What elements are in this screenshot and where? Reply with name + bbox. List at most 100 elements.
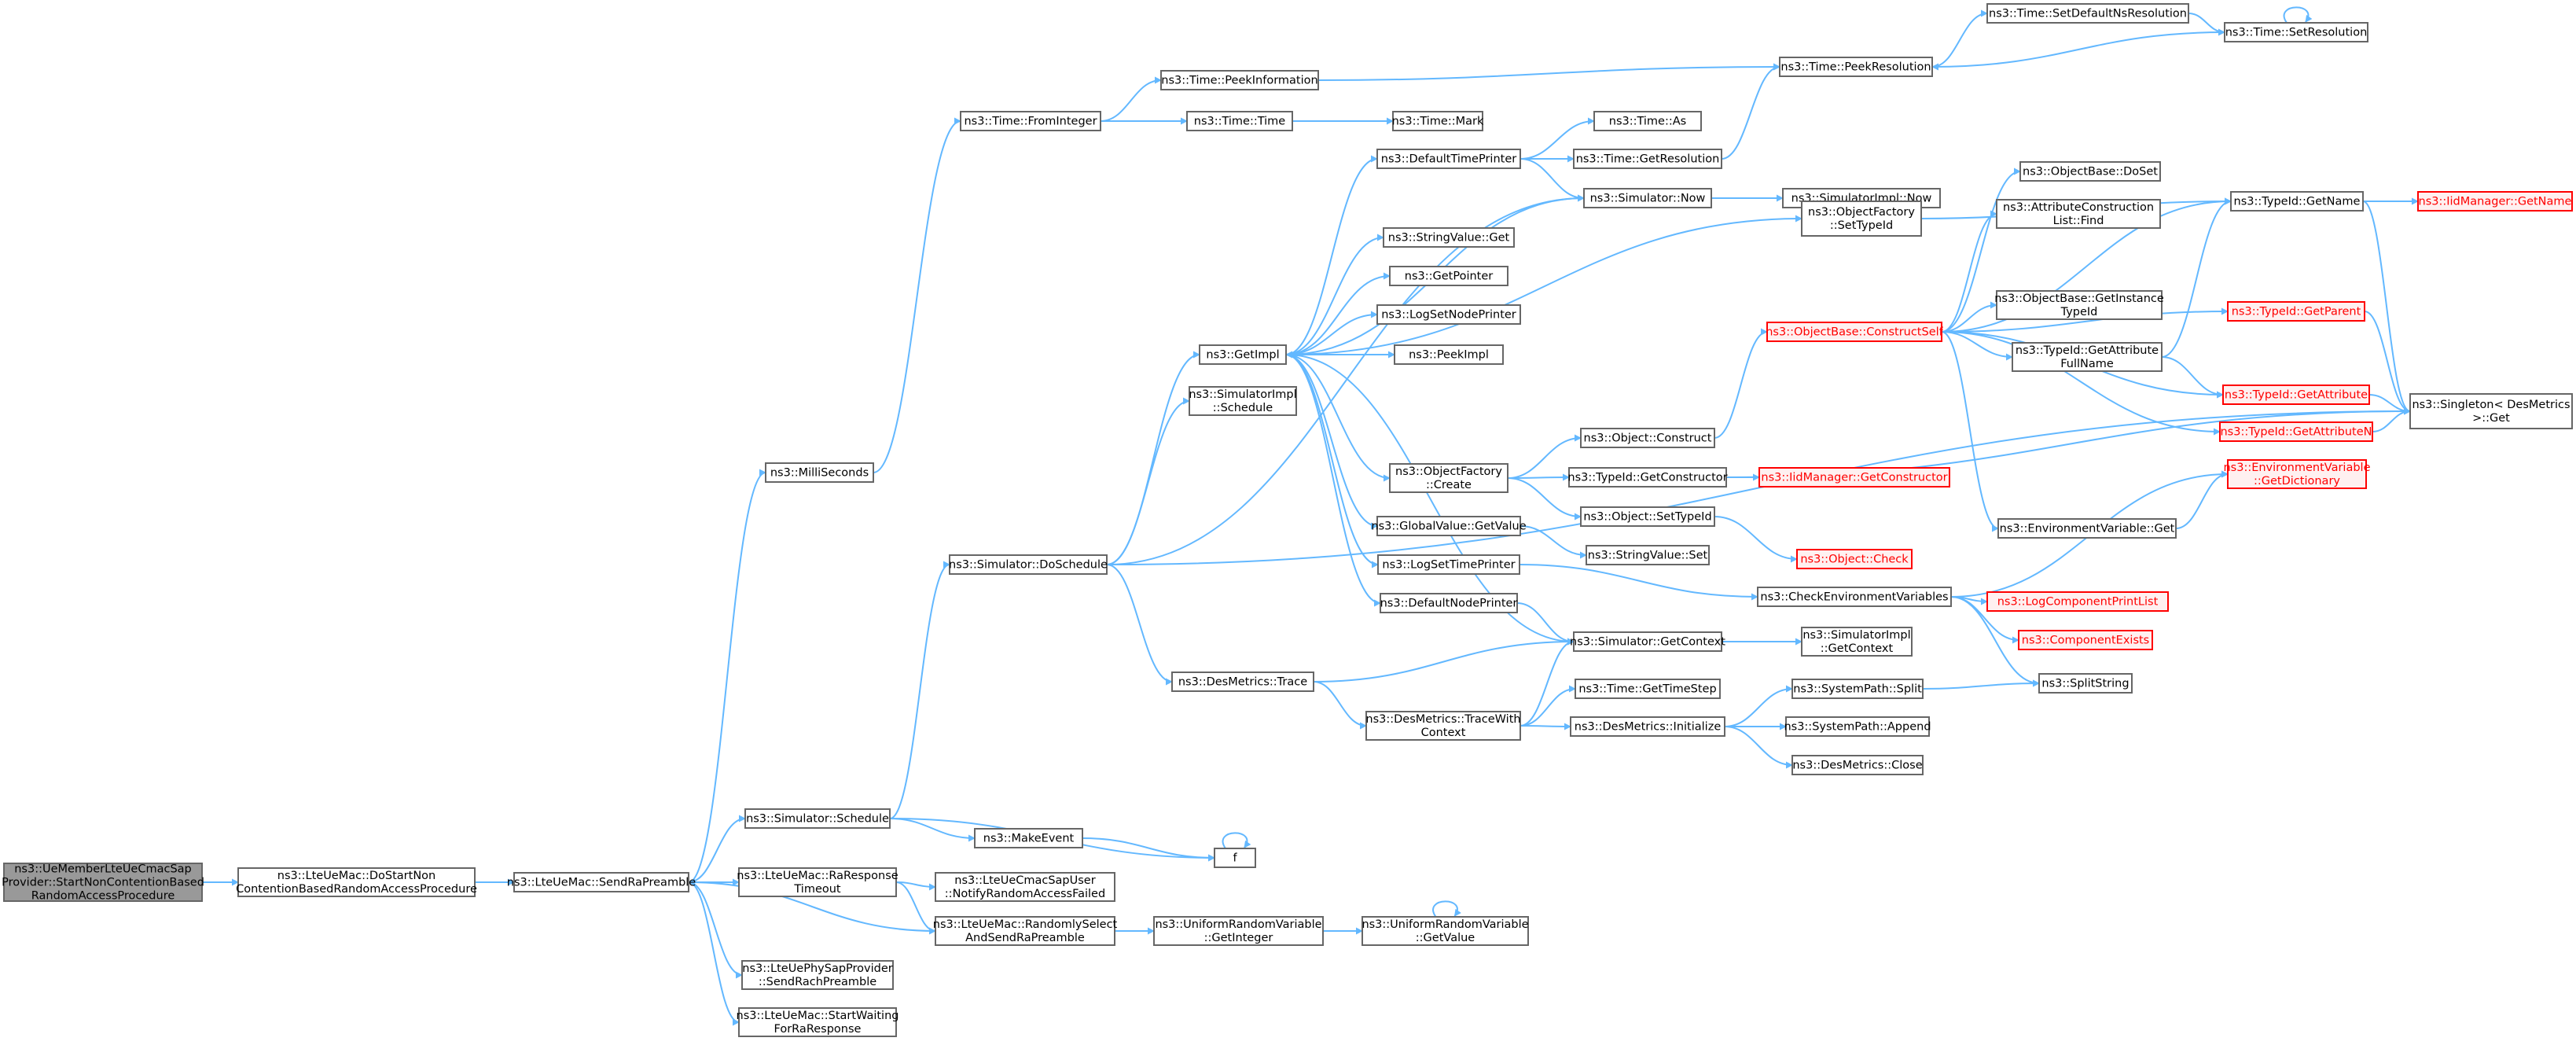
edge-constructSelf-to-objBaseDoSet (1941, 167, 2021, 333)
node-time-get-time-step[interactable]: ns3::Time::GetTimeStep (1575, 679, 1721, 699)
node-time-time[interactable]: ns3::Time::Time (1186, 111, 1293, 131)
node-log-set-time-printer[interactable]: ns3::LogSetTimePrinter (1377, 554, 1520, 575)
node-get-impl[interactable]: ns3::GetImpl (1199, 344, 1287, 365)
node-do-start-non[interactable]: ns3::LteUeMac::DoStartNonContentionBased… (236, 867, 477, 897)
edge-doSchedule-to-desTrace (1106, 564, 1173, 686)
node-box (1376, 516, 1521, 536)
node-time-from-integer[interactable]: ns3::Time::FromInteger (960, 111, 1101, 131)
node-root[interactable]: ns3::UeMemberLteUeCmacSapProvider::Start… (2, 863, 204, 903)
node-sys-path-split[interactable]: ns3::SystemPath::Split (1791, 679, 1924, 699)
node-global-value-get-value[interactable]: ns3::GlobalValue::GetValue (1371, 516, 1527, 536)
node-set-default-ns-res[interactable]: ns3::Time::SetDefaultNsResolution (1986, 3, 2189, 24)
node-label: ns3::TypeId::GetParent (2232, 306, 2361, 318)
node-time-as[interactable]: ns3::Time::As (1593, 111, 1702, 131)
node-label: ::GetContext (1821, 642, 1894, 655)
node-sim-impl-schedule[interactable]: ns3::SimulatorImpl::Schedule (1189, 386, 1297, 416)
node-obj-construct[interactable]: ns3::Object::Construct (1580, 428, 1715, 448)
node-label: ns3::TypeId::GetAttribute (2016, 344, 2159, 357)
node-peek-resolution[interactable]: ns3::Time::PeekResolution (1779, 57, 1933, 77)
edge-f-to-f (1222, 832, 1251, 849)
graph-edges (202, 6, 2419, 1026)
node-sys-path-append[interactable]: ns3::SystemPath::Append (1784, 716, 1931, 737)
node-env-var-get-dictionary[interactable]: ns3::EnvironmentVariable::GetDictionary (2223, 459, 2371, 489)
node-do-schedule[interactable]: ns3::Simulator::DoSchedule (949, 554, 1108, 575)
node-obj-base-do-set[interactable]: ns3::ObjectBase::DoSet (2019, 161, 2161, 182)
node-iid-get-constructor[interactable]: ns3::IidManager::GetConstructor (1758, 467, 1950, 488)
edge-peekResolution-to-setDefaultNsRes (1931, 9, 1988, 68)
node-set-resolution[interactable]: ns3::Time::SetResolution (2224, 22, 2368, 42)
node-label: ns3::LteUeCmacSapUser (954, 874, 1095, 887)
node-obj-set-type-id[interactable]: ns3::Object::SetTypeId (1580, 506, 1715, 527)
node-milli-seconds[interactable]: ns3::MilliSeconds (765, 462, 874, 483)
node-box (1796, 549, 1913, 569)
node-get-value-urv[interactable]: ns3::UniformRandomVariable::GetValue (1361, 916, 1529, 946)
node-type-id-get-parent[interactable]: ns3::TypeId::GetParent (2227, 301, 2365, 322)
node-label: ns3::Simulator::DoSchedule (949, 559, 1108, 572)
node-env-var-get[interactable]: ns3::EnvironmentVariable::Get (1997, 518, 2177, 539)
node-iid-get-name[interactable]: ns3::IidManager::GetName (2417, 191, 2573, 212)
node-check-env-vars[interactable]: ns3::CheckEnvironmentVariables (1757, 587, 1952, 607)
node-type-id-get-name[interactable]: ns3::TypeId::GetName (2230, 191, 2364, 212)
node-obj-factory-set-type-id[interactable]: ns3::ObjectFactory::SetTypeId (1801, 201, 1922, 237)
edge-defaultNodePrinter-to-simGetContext (1516, 602, 1575, 646)
node-box (2222, 385, 2370, 405)
node-component-exists[interactable]: ns3::ComponentExists (2018, 630, 2153, 650)
node-label: ns3::Time::Time (1194, 116, 1286, 128)
node-sim-now[interactable]: ns3::Simulator::Now (1583, 188, 1712, 208)
node-get-pointer[interactable]: ns3::GetPointer (1389, 266, 1508, 286)
node-type-id-get-attribute[interactable]: ns3::TypeId::GetAttribute (2222, 385, 2370, 405)
node-default-node-printer[interactable]: ns3::DefaultNodePrinter (1380, 593, 1518, 613)
node-obj-factory-create[interactable]: ns3::ObjectFactory::Create (1389, 463, 1508, 493)
edge-setResolution-to-setResolution (2283, 6, 2313, 24)
node-box (1568, 467, 1727, 488)
node-split-string[interactable]: ns3::SplitString (2038, 673, 2133, 694)
node-log-component-print-list[interactable]: ns3::LogComponentPrintList (1986, 591, 2169, 612)
node-construct-self[interactable]: ns3::ObjectBase::ConstructSelf (1766, 322, 1944, 342)
node-time-mark[interactable]: ns3::Time::Mark (1392, 111, 1484, 131)
node-label: ns3::ObjectFactory (1808, 206, 1915, 219)
node-sim-get-context[interactable]: ns3::Simulator::GetContext (1570, 631, 1725, 652)
node-string-value-get[interactable]: ns3::StringValue::Get (1383, 227, 1515, 248)
node-des-close[interactable]: ns3::DesMetrics::Close (1791, 755, 1924, 775)
edge-typeIdGetName-to-singletonGet (2362, 201, 2411, 415)
edge-getImpl-to-logSetTimePrinter (1285, 354, 1379, 568)
node-f[interactable]: f (1214, 848, 1256, 868)
node-randomly-select[interactable]: ns3::LteUeMac::RandomlySelectAndSendRaPr… (933, 916, 1118, 946)
node-object-check[interactable]: ns3::Object::Check (1796, 549, 1913, 569)
edge-typeIdGetAttributeN-to-singletonGet (2372, 407, 2411, 432)
node-des-trace[interactable]: ns3::DesMetrics::Trace (1171, 672, 1314, 692)
node-peek-information[interactable]: ns3::Time::PeekInformation (1160, 70, 1319, 90)
node-string-value-set[interactable]: ns3::StringValue::Set (1586, 545, 1710, 565)
edge-typeIdGetParent-to-singletonGet (2364, 311, 2411, 415)
node-send-rach-preamble[interactable]: ns3::LteUePhySapProvider::SendRachPreamb… (741, 960, 894, 990)
node-sim-impl-get-context[interactable]: ns3::SimulatorImpl::GetContext (1801, 627, 1913, 657)
node-notify-raf[interactable]: ns3::LteUeCmacSapUser::NotifyRandomAcces… (935, 872, 1115, 902)
node-label: ns3::CheckEnvironmentVariables (1760, 591, 1948, 604)
node-des-initialize[interactable]: ns3::DesMetrics::Initialize (1570, 716, 1725, 737)
node-get-integer[interactable]: ns3::UniformRandomVariable::GetInteger (1153, 916, 1324, 946)
node-peek-impl[interactable]: ns3::PeekImpl (1394, 344, 1504, 365)
node-sim-schedule[interactable]: ns3::Simulator::Schedule (744, 808, 891, 829)
node-type-id-get-attribute-n[interactable]: ns3::TypeId::GetAttributeN (2219, 421, 2373, 442)
node-type-id-get-constructor[interactable]: ns3::TypeId::GetConstructor (1567, 467, 1728, 488)
node-make-event[interactable]: ns3::MakeEvent (974, 828, 1083, 848)
node-singleton-get[interactable]: ns3::Singleton< DesMetrics >::Get (2409, 393, 2573, 429)
node-log-set-node-printer[interactable]: ns3::LogSetNodePrinter (1376, 304, 1521, 325)
node-send-ra-preamble[interactable]: ns3::LteUeMac::SendRaPreamble (507, 872, 696, 892)
node-box (1575, 679, 1721, 699)
edge-constructSelf-to-typeIdGetAttributeN (1941, 331, 2221, 436)
edge-objFactoryCreate-to-objConstruct (1507, 434, 1582, 479)
node-box (2019, 161, 2161, 182)
node-label: ns3::SystemPath::Append (1784, 721, 1931, 734)
node-time-get-resolution[interactable]: ns3::Time::GetResolution (1573, 149, 1722, 169)
node-box (1365, 711, 1521, 741)
node-default-time-printer[interactable]: ns3::DefaultTimePrinter (1376, 149, 1521, 169)
graph-nodes: ns3::UeMemberLteUeCmacSapProvider::Start… (2, 3, 2573, 1037)
node-box (1171, 672, 1314, 692)
